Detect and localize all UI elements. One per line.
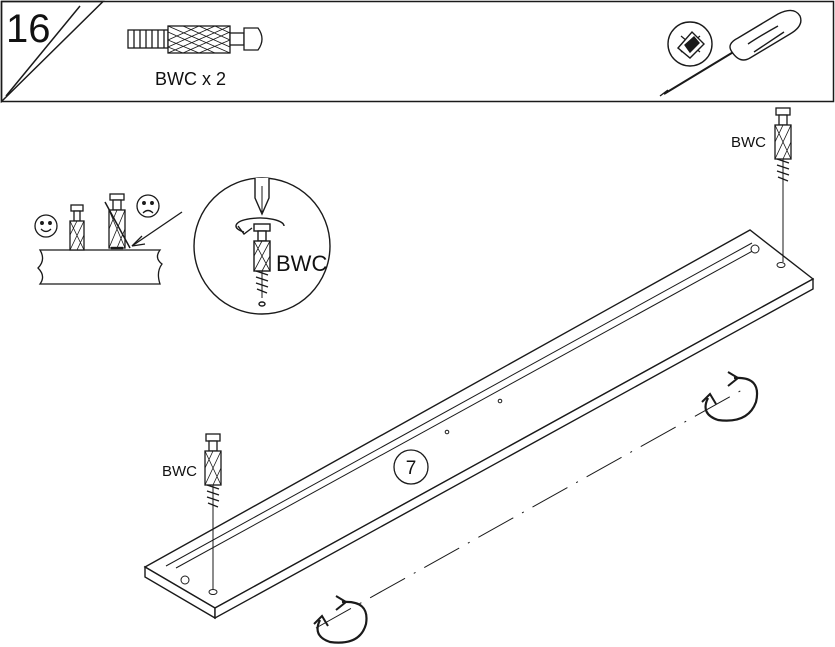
tighten-label: BWC [276,251,327,276]
step-number-triangle [0,0,105,104]
board-bolt-right [774,107,792,262]
board-bolt-left [204,433,222,590]
panel-number: 7 [406,458,417,479]
rotation-axis-line [315,389,743,629]
part-caption: BWC x 2 [155,69,226,89]
board-panel [143,229,815,620]
board-right-edge [214,277,814,620]
sad-face-icon [136,194,160,218]
incorrect-bolt [104,193,131,250]
bwc-cam-bolt-icon [127,25,263,54]
detail-tighten [193,177,331,315]
rotate-arrow-icon [701,371,759,422]
phillips-screwdriver-icon [659,9,802,97]
board-label-right: BWC [731,134,766,151]
board-label-left: BWC [162,463,197,480]
panel-number-badge: 7 [393,449,429,485]
smiley-face-icon [34,214,58,238]
rotate-arrow-icon [313,595,368,644]
correct-bolt [69,204,85,251]
detail-correct-incorrect [34,193,183,285]
step-number: 16 [6,7,51,51]
header-bar: 16 BWC x 2 [0,0,835,104]
